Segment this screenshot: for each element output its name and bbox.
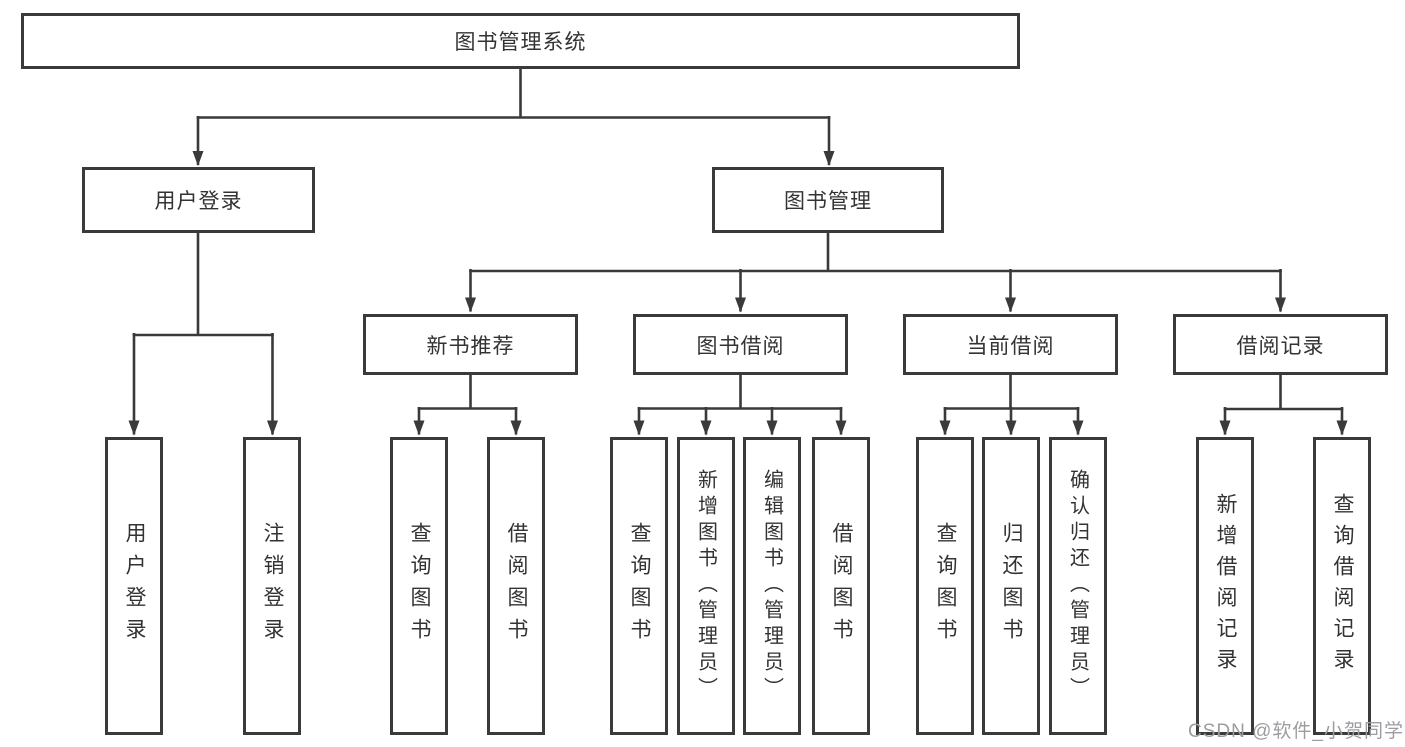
node-leaf-query-books-1-label: 查询图书	[408, 522, 431, 650]
node-borrow-records-label: 借阅记录	[1236, 334, 1325, 358]
node-current-borrow: 当前借阅	[903, 314, 1118, 375]
node-leaf-edit-book-admin-label: 编辑图书（管理员）	[760, 469, 783, 703]
node-leaf-confirm-return-admin: 确认归还（管理员）	[1049, 437, 1107, 735]
node-book-management-label: 图书管理	[784, 190, 872, 213]
csdn-watermark: CSDN @软件_小贺同学	[1188, 721, 1404, 742]
node-book-borrow-label: 图书借阅	[696, 334, 785, 358]
node-leaf-query-borrow-record: 查询借阅记录	[1313, 437, 1371, 735]
node-current-borrow-label: 当前借阅	[966, 334, 1055, 358]
node-leaf-query-borrow-record-label: 查询借阅记录	[1331, 493, 1354, 679]
node-leaf-borrow-books-2-label: 借阅图书	[830, 522, 853, 650]
node-user-login: 用户登录	[82, 167, 315, 233]
node-leaf-add-book-admin: 新增图书（管理员）	[677, 437, 735, 735]
node-leaf-edit-book-admin: 编辑图书（管理员）	[743, 437, 801, 735]
node-leaf-confirm-return-admin-label: 确认归还（管理员）	[1066, 469, 1089, 703]
node-leaf-borrow-books-2: 借阅图书	[812, 437, 870, 735]
node-leaf-user-login-label: 用户登录	[123, 522, 146, 650]
node-leaf-add-book-admin-label: 新增图书（管理员）	[694, 469, 717, 703]
node-user-login-label: 用户登录	[154, 190, 243, 213]
node-leaf-add-borrow-record-label: 新增借阅记录	[1214, 493, 1237, 679]
node-book-management: 图书管理	[712, 167, 944, 233]
node-leaf-return-books: 归还图书	[982, 437, 1040, 735]
node-new-book-recommend: 新书推荐	[363, 314, 578, 375]
node-leaf-borrow-books-1: 借阅图书	[487, 437, 545, 735]
node-leaf-query-books-3-label: 查询图书	[934, 522, 957, 650]
node-leaf-logout: 注销登录	[243, 437, 301, 735]
node-leaf-query-books-2-label: 查询图书	[628, 522, 651, 650]
node-leaf-query-books-2: 查询图书	[610, 437, 668, 735]
node-leaf-query-books-1: 查询图书	[390, 437, 448, 735]
node-leaf-add-borrow-record: 新增借阅记录	[1196, 437, 1254, 735]
node-new-book-recommend-label: 新书推荐	[426, 334, 515, 358]
node-root: 图书管理系统	[21, 13, 1020, 69]
node-leaf-user-login: 用户登录	[105, 437, 163, 735]
node-root-label: 图书管理系统	[454, 31, 587, 54]
node-leaf-query-books-3: 查询图书	[916, 437, 974, 735]
node-leaf-borrow-books-1-label: 借阅图书	[505, 522, 528, 650]
node-book-borrow: 图书借阅	[633, 314, 848, 375]
node-leaf-return-books-label: 归还图书	[1000, 522, 1023, 650]
node-borrow-records: 借阅记录	[1173, 314, 1388, 375]
node-leaf-logout-label: 注销登录	[261, 522, 284, 650]
